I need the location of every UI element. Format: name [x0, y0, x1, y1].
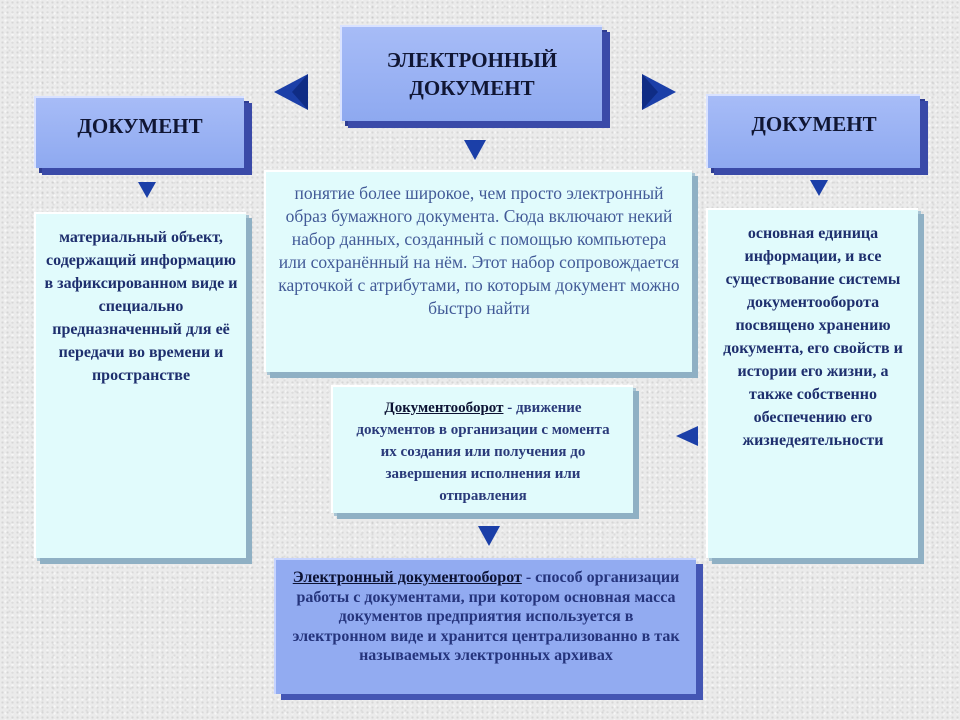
center-card-text: понятие более широкое, чем просто электр… [278, 183, 680, 318]
edms-term: Электронный документооборот [292, 569, 522, 586]
arrow-left-up-icon [274, 74, 308, 110]
arrow-left-icon [676, 426, 698, 446]
left-card: материальный объект, содержащий информац… [34, 212, 246, 558]
arrow-down-bottom-icon [478, 526, 500, 546]
right-card: основная единица информации, и все сущес… [706, 208, 918, 558]
center-header: ЭЛЕКТРОННЫЙ ДОКУМЕНТ [340, 25, 602, 121]
arrow-down-left-icon [138, 182, 156, 198]
center-card: понятие более широкое, чем просто электр… [264, 170, 692, 372]
left-header-label: ДОКУМЕНТ [77, 114, 203, 138]
arrow-down-center-icon [464, 140, 486, 160]
arrow-right-up-icon [642, 74, 676, 110]
workflow-definition: - движение документов в организации с мо… [356, 400, 610, 504]
edms-card: Электронный документооборот - способ орг… [274, 558, 696, 694]
left-header: ДОКУМЕНТ [34, 96, 244, 168]
right-header-label: ДОКУМЕНТ [751, 112, 877, 136]
center-header-line2: ДОКУМЕНТ [409, 76, 535, 100]
workflow-card: Документооборот - движение документов в … [331, 385, 633, 513]
edms-definition: - способ организации работы с документам… [292, 569, 680, 664]
center-header-line1: ЭЛЕКТРОННЫЙ [386, 47, 558, 72]
arrow-down-right-icon [810, 180, 828, 196]
right-header: ДОКУМЕНТ [706, 94, 920, 168]
left-card-text: материальный объект, содержащий информац… [44, 229, 238, 384]
workflow-term: Документооборот [384, 400, 504, 416]
right-card-text: основная единица информации, и все сущес… [723, 225, 903, 449]
